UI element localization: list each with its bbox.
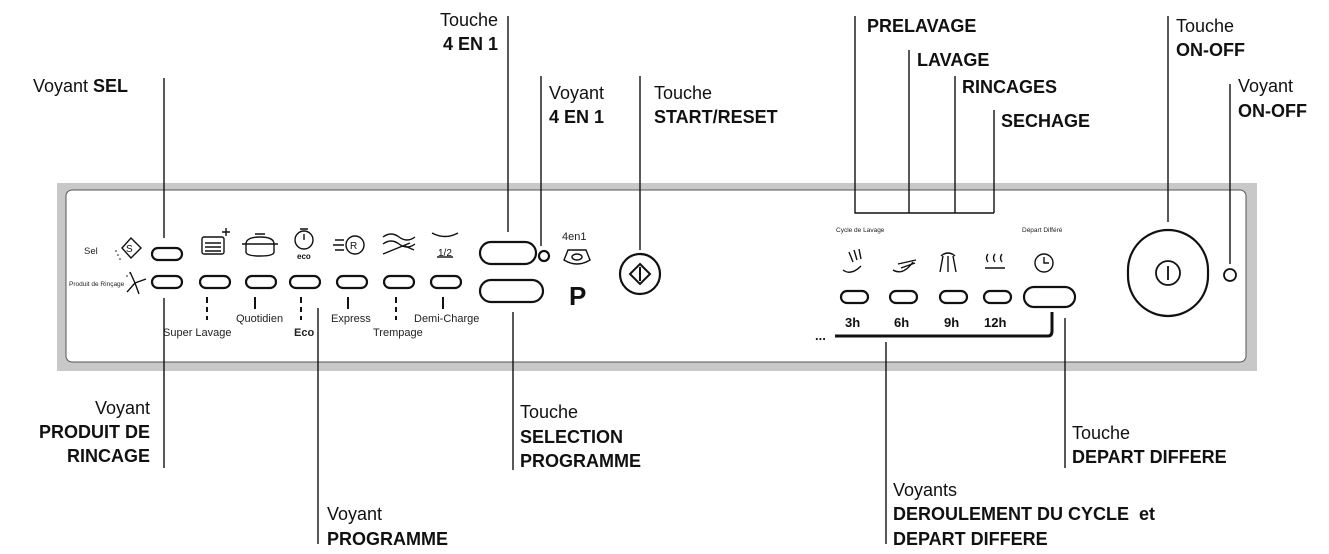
half-icon-text: 1/2 <box>438 248 452 259</box>
delay-12h: 12h <box>984 315 1006 330</box>
callout-selection-l3: PROGRAMME <box>520 451 641 471</box>
prelavage-led <box>839 289 870 305</box>
rinse-aid-icon <box>126 271 147 295</box>
callout-produit-l1: Voyant <box>95 398 150 418</box>
eco-indicator <box>288 274 322 290</box>
lavage-led <box>888 289 919 305</box>
callout-voyant-4en1-l1: Voyant <box>549 83 604 103</box>
delay-3h: 3h <box>845 315 860 330</box>
eco-label: Eco <box>294 327 314 339</box>
start-icon <box>628 262 652 286</box>
eco-icon: eco <box>294 228 314 261</box>
callout-touche-4en1-l1: Touche <box>440 10 498 30</box>
callout-sel: Voyant SEL <box>33 76 128 96</box>
4en1-button[interactable] <box>478 240 538 266</box>
eco-icon-text: eco <box>297 252 311 261</box>
callout-deroulement-l3: DEPART DIFFERE <box>893 529 1048 549</box>
sel-label: Sel <box>84 246 98 257</box>
quotidien-label: Quotidien <box>236 313 283 325</box>
rincages-icon <box>939 252 957 273</box>
callout-programme-l1: Voyant <box>327 504 382 524</box>
callout-selection-l1: Touche <box>520 402 578 422</box>
callout-voyant-onoff-l1: Voyant <box>1238 76 1293 96</box>
svg-text:R: R <box>350 241 357 252</box>
trempage-label: Trempage <box>373 327 423 339</box>
callout-rincages: RINCAGES <box>962 77 1057 97</box>
callout-depart-l1: Touche <box>1072 423 1130 443</box>
callout-touche-onoff-l1: Touche <box>1176 16 1234 36</box>
4en1-panel-label: 4en1 <box>562 231 586 243</box>
express-indicator <box>335 274 369 290</box>
lavage-icon <box>892 259 917 273</box>
callout-start-l1: Touche <box>654 83 712 103</box>
program-ticks <box>206 297 444 320</box>
callout-produit-l3: RINCAGE <box>67 446 150 466</box>
trempage-icon <box>382 233 416 255</box>
delay-9h: 9h <box>944 315 959 330</box>
callout-touche-onoff-l2: ON-OFF <box>1176 40 1245 60</box>
callout-depart-l2: DEPART DIFFERE <box>1072 447 1227 467</box>
callout-lines <box>163 16 1231 544</box>
program-p-label: P <box>569 281 586 311</box>
rincages-led <box>938 289 969 305</box>
callout-deroulement-l2: DEROULEMENT DU CYCLE et <box>893 504 1155 524</box>
callout-selection-l2: SELECTION <box>520 427 623 447</box>
callout-voyant-onoff-l2: ON-OFF <box>1238 101 1307 121</box>
demi-charge-indicator <box>429 274 463 290</box>
callout-prelavage: PRELAVAGE <box>867 16 976 36</box>
cycle-lavage-label: Cycle de Lavage <box>836 227 885 234</box>
callout-sechage: SECHAGE <box>1001 111 1090 131</box>
super-lavage-icon <box>201 228 230 255</box>
depart-differe-button[interactable] <box>1022 285 1077 309</box>
on-off-led <box>1223 268 1237 282</box>
program-select-button[interactable] <box>478 278 545 304</box>
tablet-icon <box>563 249 591 265</box>
demi-charge-label: Demi-Charge <box>414 313 479 325</box>
sechage-icon <box>985 253 1005 269</box>
start-reset-button[interactable] <box>618 252 662 296</box>
callout-deroulement-l1: Voyants <box>893 480 957 500</box>
depart-differe-label: Départ Différé <box>1022 227 1063 234</box>
delay-6h: 6h <box>894 315 909 330</box>
power-icon <box>1155 260 1181 286</box>
callout-lavage: LAVAGE <box>917 50 989 70</box>
svg-text:S: S <box>126 244 133 255</box>
delay-clock-icon <box>1034 253 1054 273</box>
express-label: Express <box>331 313 371 325</box>
sechage-led <box>982 289 1013 305</box>
sel-indicator <box>150 246 184 262</box>
produit-rincage-label: Produit de Rinçage <box>69 281 125 288</box>
super-lavage-indicator <box>198 274 232 290</box>
express-icon: R <box>333 235 365 255</box>
delay-ellipsis: ... <box>815 328 826 343</box>
quotidien-indicator <box>244 274 278 290</box>
super-lavage-label: Super Lavage <box>163 327 232 339</box>
demi-charge-icon: 1/2 <box>431 232 459 259</box>
callout-produit-l2: PRODUIT DE <box>39 422 150 442</box>
delay-bracket <box>835 312 1054 338</box>
callout-touche-4en1-l2: 4 EN 1 <box>443 34 498 54</box>
produit-rincage-indicator <box>150 274 184 290</box>
callout-start-l2: START/RESET <box>654 107 778 127</box>
callout-programme-l2: PROGRAMME <box>327 529 448 549</box>
salt-icon: S <box>115 236 142 260</box>
4en1-led <box>537 249 551 263</box>
trempage-indicator <box>382 274 416 290</box>
prelavage-icon <box>842 248 862 273</box>
callout-voyant-4en1-l2: 4 EN 1 <box>549 107 604 127</box>
on-off-button[interactable] <box>1126 228 1210 318</box>
quotidien-icon <box>242 233 278 257</box>
